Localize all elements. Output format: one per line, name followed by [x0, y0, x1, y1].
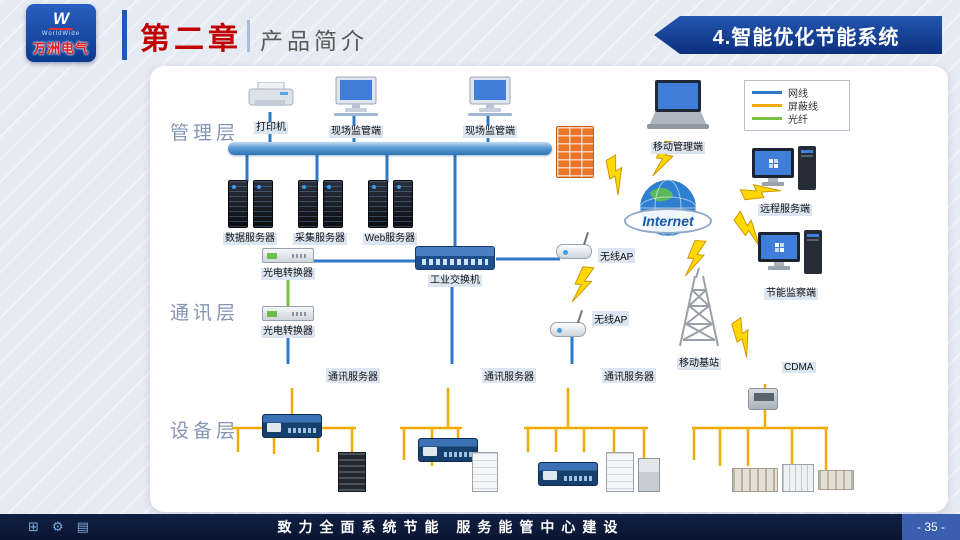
printer-icon — [248, 81, 294, 106]
mobile-station-label: 移动基站 — [677, 358, 721, 370]
wireless-ap-2-label: 无线AP — [592, 311, 630, 326]
data-server-label: 数据服务器 — [223, 233, 277, 245]
logo-brand: 万洲电气 — [32, 40, 89, 56]
meter-strip-icon — [818, 470, 854, 490]
energy-monitor-node: 节能监察端 — [756, 230, 826, 301]
comm-server-1-icon — [262, 414, 322, 438]
logo-w-mark: W — [48, 10, 74, 30]
industrial-switch-node: 工业交换机 — [414, 246, 496, 288]
mobile-station-node: 移动基站 — [670, 267, 728, 371]
laptop-icon — [647, 80, 709, 129]
mobile-mgmt-node: 移动管理端 — [642, 80, 714, 155]
web-server-node: Web服务器 — [362, 180, 418, 246]
legend-line-shielded-icon — [752, 104, 782, 107]
monitor-icon — [468, 76, 512, 116]
comm-server-3-label: 通讯服务器 — [602, 368, 656, 383]
legend-row-fiber: 光纤 — [752, 112, 842, 126]
collect-server-label: 采集服务器 — [293, 233, 347, 245]
header-divider — [247, 20, 250, 52]
site-monitor-1-label: 现场监管端 — [329, 126, 383, 138]
layer-label-management: 管理层 — [170, 123, 240, 144]
footer-slogan: 致力全面系统节能 服务能管中心建设 — [277, 519, 625, 535]
comm-server-3-icon — [538, 462, 598, 486]
wireless-ap-1-icon — [556, 244, 592, 259]
server-rack-icon — [338, 452, 366, 492]
optical-converter-2-node: 光电转换器 — [260, 306, 316, 339]
comm-server-2-label: 通讯服务器 — [482, 368, 536, 383]
wireless-ap-1-label: 无线AP — [598, 248, 636, 263]
web-server-label: Web服务器 — [362, 233, 418, 245]
optical-converter-1-label: 光电转换器 — [261, 268, 315, 280]
logo-subtitle: WorldWide — [41, 30, 81, 37]
site-monitor-2-label: 现场监管端 — [463, 126, 517, 138]
low-panel-icon — [782, 464, 814, 492]
data-server-node: 数据服务器 — [222, 180, 278, 246]
optical-converter-1-node: 光电转换器 — [260, 248, 316, 281]
legend-label-shielded: 屏蔽线 — [788, 102, 818, 113]
server-tower-icon — [222, 180, 278, 228]
layer-label-communication: 通讯层 — [170, 303, 240, 324]
site-monitor-1-node: 现场监管端 — [326, 76, 386, 139]
distribution-panel-icon — [472, 452, 498, 492]
management-bus — [228, 142, 552, 155]
comm-server-1-label: 通讯服务器 — [326, 368, 380, 383]
industrial-switch-label: 工业交换机 — [428, 275, 482, 287]
remote-server-node: 远程服务端 — [750, 146, 820, 217]
book-icon: ▤ — [76, 519, 89, 534]
industrial-switch-icon — [415, 246, 495, 270]
section-badge: 4.智能优化节能系统 — [654, 16, 942, 54]
radio-tower-icon — [679, 267, 719, 347]
cdma-label: CDMA — [782, 362, 816, 373]
optical-converter-icon — [262, 306, 314, 321]
server-tower-icon — [362, 180, 418, 228]
monitor-icon — [334, 76, 378, 116]
window-icon: ⊞ — [28, 519, 39, 534]
optical-converter-2-label: 光电转换器 — [261, 326, 315, 338]
legend: 网线 屏蔽线 光纤 — [744, 80, 850, 131]
page-title: 产品简介 — [260, 28, 368, 54]
legend-line-network-icon — [752, 91, 782, 94]
printer-node: 打印机 — [242, 81, 300, 135]
mobile-mgmt-label: 移动管理端 — [651, 142, 705, 154]
wireless-ap-2-icon — [550, 322, 586, 337]
chapter-label: 第二章 — [140, 23, 242, 56]
remote-server-label: 远程服务端 — [758, 204, 812, 216]
legend-row-shielded: 屏蔽线 — [752, 99, 842, 113]
energy-monitor-label: 节能监察端 — [764, 288, 818, 300]
desktop-pc-icon — [758, 230, 822, 274]
page-number: - 35 - — [902, 514, 960, 540]
header-accent-bar — [122, 10, 127, 60]
legend-line-fiber-icon — [752, 117, 782, 120]
meter-box-icon — [638, 458, 660, 492]
internet-label: Internet — [624, 208, 712, 234]
comm-server-2-icon — [418, 438, 478, 462]
firewall-icon — [556, 126, 594, 178]
layer-label-device: 设备层 — [170, 421, 240, 442]
legend-label-fiber: 光纤 — [788, 115, 808, 126]
distribution-panel-icon — [606, 452, 634, 492]
legend-row-network: 网线 — [752, 86, 842, 100]
company-logo: W WorldWide 万洲电气 — [26, 4, 96, 62]
collect-server-node: 采集服务器 — [292, 180, 348, 246]
meter-strip-icon — [732, 468, 778, 492]
gear-icon: ⚙ — [51, 519, 64, 534]
optical-converter-icon — [262, 248, 314, 263]
cdma-icon — [748, 388, 778, 410]
server-tower-icon — [292, 180, 348, 228]
footer-icons: ⊞ ⚙ ▤ — [28, 519, 89, 535]
desktop-pc-icon — [752, 146, 816, 190]
legend-label-network: 网线 — [788, 89, 808, 100]
site-monitor-2-node: 现场监管端 — [460, 76, 520, 139]
printer-label: 打印机 — [254, 122, 288, 134]
footer-bar: ⊞ ⚙ ▤ 致力全面系统节能 服务能管中心建设 - 35 - — [0, 514, 960, 540]
